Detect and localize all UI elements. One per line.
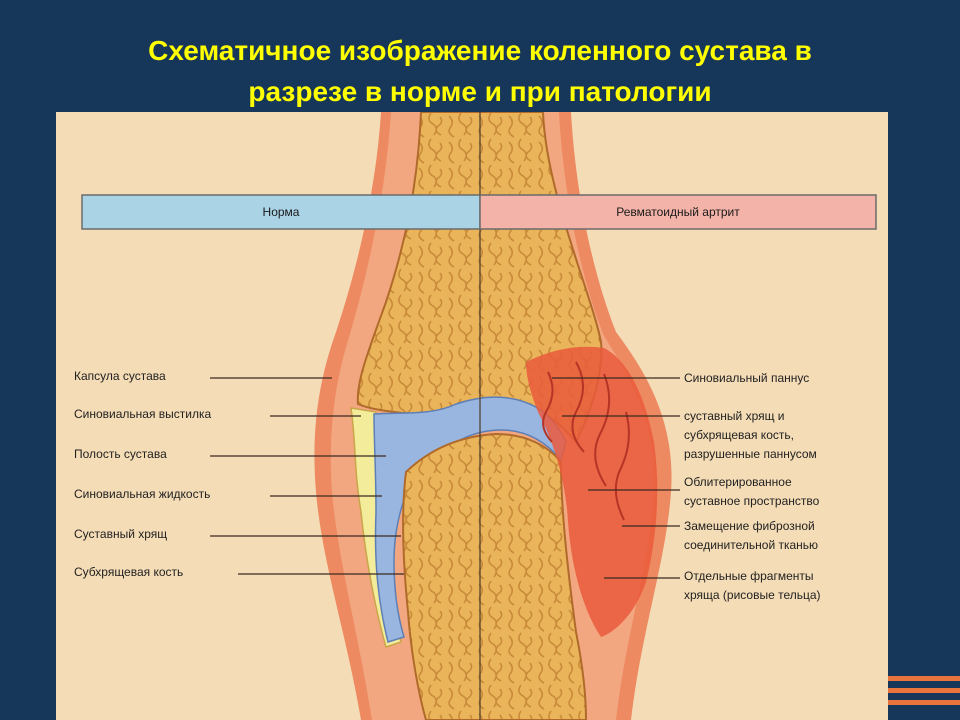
right-leader-lines — [552, 377, 680, 579]
knee-joint-diagram: Норма Ревматоидный артрит Капсула сустав… — [56, 112, 888, 720]
label-articular-cartilage: Суставный хрящ — [74, 527, 168, 541]
accent-stripe-1 — [888, 676, 960, 681]
left-leader-lines — [210, 377, 404, 575]
label-rice-bodies-1: Отдельные фрагменты — [684, 569, 814, 583]
band-label-ra: Ревматоидный артрит — [616, 205, 740, 219]
label-synovial-pannus: Синовиальный паннус — [684, 371, 810, 385]
label-rice-bodies-2: хряща (рисовые тельца) — [684, 588, 821, 602]
label-fibrous-replacement-1: Замещение фиброзной — [684, 519, 815, 533]
band-normal — [81, 194, 481, 230]
label-synovial-fluid: Синовиальная жидкость — [74, 487, 211, 501]
label-destroyed-cartilage-1: суставный хрящ и — [684, 409, 785, 423]
synovial-pannus — [526, 346, 658, 637]
label-joint-capsule: Капсула сустава — [74, 369, 166, 383]
label-destroyed-cartilage-3: разрушенные паннусом — [684, 447, 817, 461]
label-fibrous-replacement-2: соединительной тканью — [684, 538, 819, 552]
slide-title: Схематичное изображение коленного сустав… — [0, 30, 960, 112]
label-destroyed-cartilage-2: субхрящевая кость, — [684, 428, 794, 442]
accent-stripe-2 — [888, 688, 960, 693]
band-ra — [479, 194, 877, 230]
title-line-1: Схематичное изображение коленного сустав… — [148, 35, 812, 66]
label-joint-cavity: Полость сустава — [74, 447, 167, 461]
label-subchondral-bone: Субхрящевая кость — [74, 565, 184, 579]
title-line-2: разрезе в норме и при патологии — [248, 76, 712, 107]
accent-stripe-3 — [888, 700, 960, 705]
label-obliterated-space-1: Облитерированное — [684, 475, 792, 489]
band-label-normal: Норма — [262, 205, 300, 219]
tibia-bone — [402, 432, 588, 720]
label-obliterated-space-2: суставное пространство — [684, 494, 820, 508]
knee-illustration — [81, 112, 877, 720]
label-synovial-lining: Синовиальная выстилка — [74, 407, 212, 421]
